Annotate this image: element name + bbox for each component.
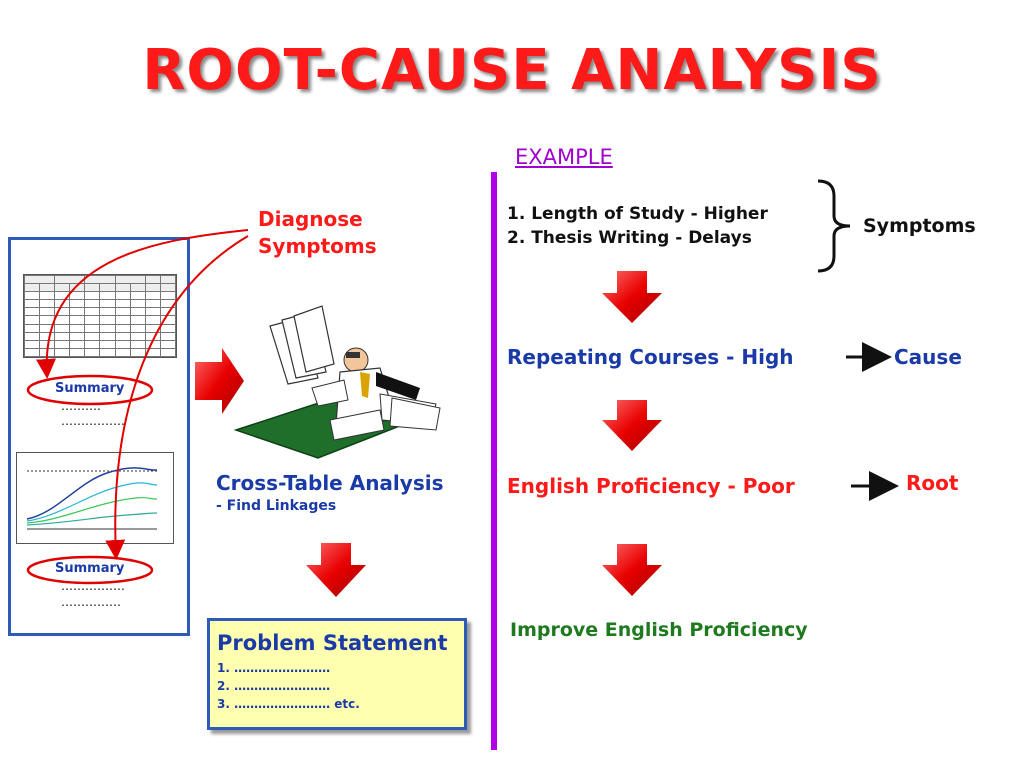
- diagnose-line-1: Diagnose: [258, 207, 363, 231]
- summary-1-highlight: [26, 374, 154, 406]
- cause-label: Cause: [894, 345, 962, 369]
- symptom-list: 1. Length of Study - Higher 2. Thesis Wr…: [507, 202, 768, 250]
- summary-label-2: Summary: [55, 561, 125, 576]
- worker-with-papers-illustration: [233, 305, 441, 459]
- red-down-arrow-icon: [602, 400, 662, 451]
- slide-title: ROOT-CAUSE ANALYSIS: [142, 38, 882, 103]
- problem-statement-box: Problem Statement 1. …………………… 2. ……………………: [207, 618, 467, 730]
- right-curly-brace-icon: [817, 179, 851, 273]
- red-right-arrow-icon: [195, 348, 244, 414]
- red-down-arrow-icon: [306, 543, 366, 597]
- problem-item-1: 1. ……………………: [217, 661, 331, 675]
- root-text: English Proficiency - Poor: [507, 474, 795, 498]
- solution-text: Improve English Proficiency: [510, 619, 808, 641]
- red-down-arrow-icon: [602, 544, 662, 596]
- diagnose-line-2: Symptoms: [258, 234, 377, 258]
- diagnose-pointer-arrow-1: [36, 229, 249, 379]
- red-down-arrow-icon: [602, 271, 662, 323]
- symptom-item-1: 1. Length of Study - Higher: [507, 204, 768, 224]
- problem-item-3: 3. …………………… etc.: [217, 697, 360, 711]
- vertical-divider: [491, 172, 497, 750]
- diagnose-label: Diagnose Symptoms: [258, 206, 377, 260]
- symptom-item-2: 2. Thesis Writing - Delays: [507, 228, 752, 248]
- cause-text: Repeating Courses - High: [507, 345, 794, 369]
- diagnose-pointer-arrow-2: [105, 235, 249, 560]
- mini-line-chart: [16, 452, 174, 544]
- problem-item-2: 2. ……………………: [217, 679, 331, 693]
- example-label: EXAMPLE: [515, 145, 613, 169]
- analysis-title: Cross-Table Analysis: [216, 471, 444, 495]
- problem-statement-title: Problem Statement: [217, 631, 448, 655]
- analysis-subtitle: - Find Linkages: [216, 498, 337, 514]
- root-label: Root: [906, 471, 959, 495]
- summary-2-highlight: [26, 555, 154, 585]
- summary-1-line-2: …………….: [61, 414, 125, 428]
- summary-label-1: Summary: [55, 381, 125, 396]
- symptoms-label: Symptoms: [863, 215, 976, 237]
- summary-2-line-2: ……………: [61, 595, 121, 609]
